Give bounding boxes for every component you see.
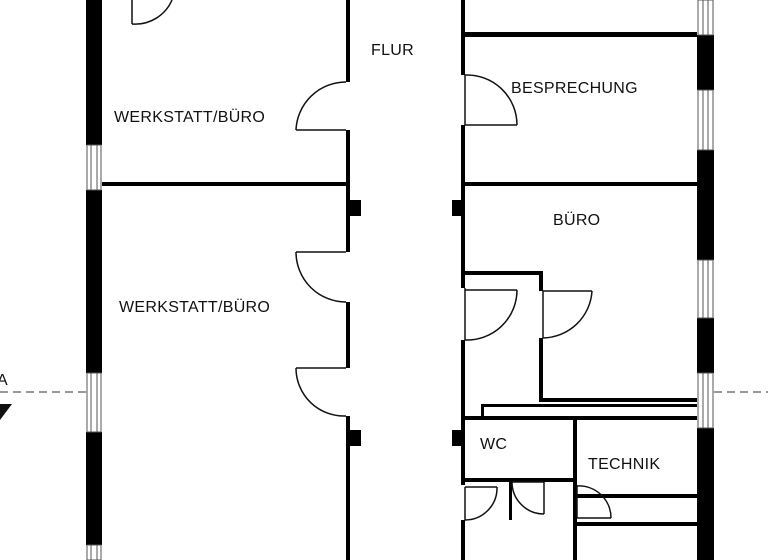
- left-window-bottom: [86, 544, 102, 560]
- room-label-werkstatt-buero-lower: WERKSTATT/BÜRO: [119, 298, 270, 316]
- door-werkstatt-upper: [295, 81, 347, 131]
- right-partitions: [465, 32, 697, 560]
- door-technik: [576, 485, 612, 519]
- room-label-wc: WC: [480, 436, 507, 453]
- room-label-flur: FLUR: [371, 42, 414, 59]
- corridor-right-wall: [452, 0, 465, 560]
- door-top-left: [131, 0, 173, 25]
- room-label-werkstatt-buero-upper: WERKSTATT/BÜRO: [114, 108, 265, 126]
- section-line: [0, 391, 768, 420]
- section-marker-label: A: [0, 372, 8, 389]
- right-window-besprechung: [697, 89, 714, 151]
- room-label-buero: BÜRO: [553, 211, 600, 229]
- room-label-technik: TECHNIK: [588, 456, 660, 473]
- door-wc-stall: [511, 481, 545, 515]
- door-buero-inner: [542, 290, 593, 339]
- left-window-lower: [86, 372, 102, 433]
- left-exterior-wall: [86, 0, 102, 545]
- section-arrow-icon: [0, 404, 12, 420]
- right-window-lower: [697, 372, 714, 429]
- door-storage: [464, 288, 518, 341]
- left-window-upper: [86, 144, 102, 191]
- left-partitions: [102, 182, 346, 186]
- door-besprechung: [464, 74, 518, 126]
- room-label-besprechung: BESPRECHUNG: [511, 80, 638, 97]
- right-exterior-wall: [697, 35, 714, 560]
- door-werkstatt-lower-2: [295, 367, 347, 417]
- right-window-buero: [697, 259, 714, 319]
- corridor-left-wall: [346, 0, 361, 560]
- right-window-top: [697, 0, 714, 36]
- door-wc-lower: [464, 486, 498, 521]
- door-werkstatt-lower-1: [295, 251, 347, 303]
